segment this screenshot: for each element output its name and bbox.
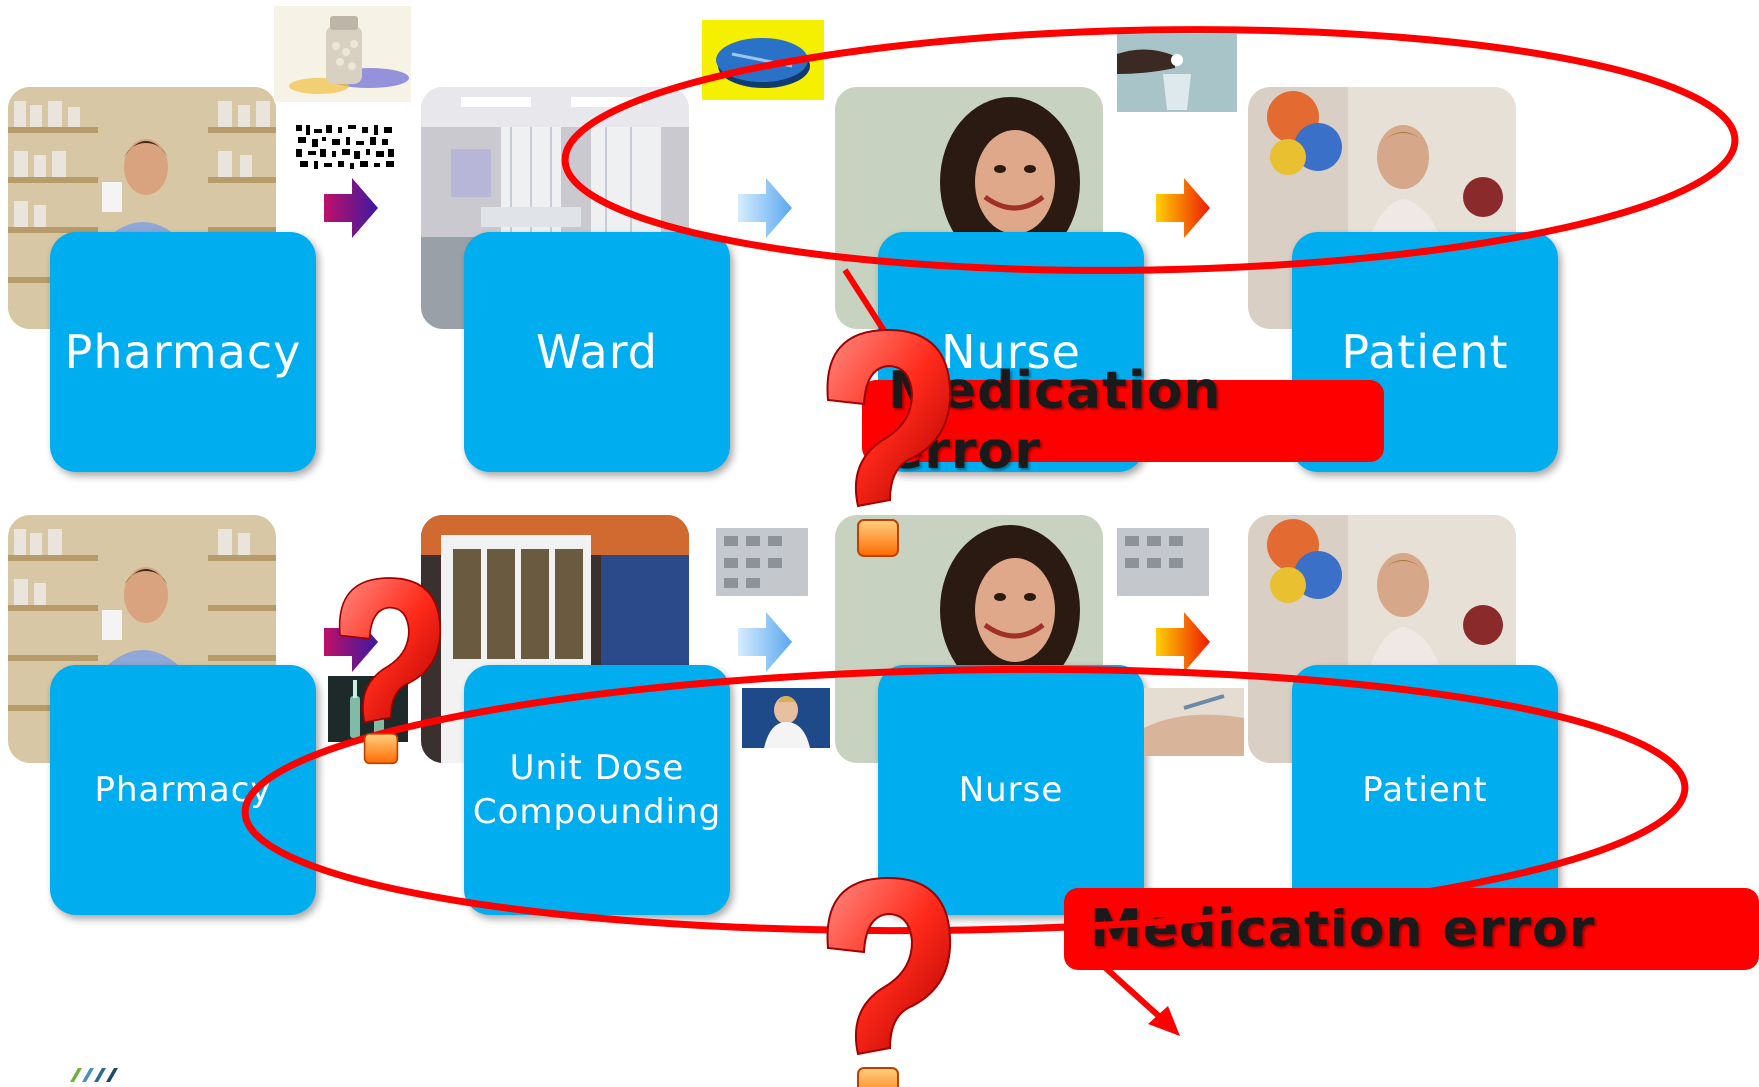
- risk-ellipse: [241, 665, 1689, 935]
- step-patient-label: Patient: [1341, 325, 1509, 379]
- step-unit-dose-label-line1: Unit Dose: [509, 748, 685, 788]
- pill-bottle-icon: [274, 6, 411, 102]
- risk-ellipse: [561, 26, 1739, 274]
- water-glass-icon: [1117, 34, 1237, 112]
- question-mark-icon: [826, 328, 952, 557]
- blister-pack-icon: [716, 528, 808, 596]
- medication-error-text: Medication error: [1090, 899, 1596, 959]
- arrow-right-icon: [1156, 178, 1210, 238]
- arrow-right-icon: [738, 612, 792, 672]
- step-pharmacy-box: Pharmacy: [50, 232, 316, 472]
- step-nurse-label: Nurse: [941, 325, 1081, 379]
- logo-mark: [70, 1068, 118, 1082]
- injection-photo: [1144, 688, 1244, 756]
- step-ward-box: Ward: [464, 232, 730, 472]
- arrow-right-icon: [1156, 612, 1210, 672]
- error-pointer-arrowhead: [1148, 1006, 1180, 1036]
- tablet-icon: [702, 20, 824, 100]
- arrow-right-icon: [324, 178, 378, 238]
- step-ward-label: Ward: [535, 325, 659, 379]
- blister-pack-icon: [1117, 528, 1209, 596]
- question-mark-icon: [338, 577, 441, 765]
- question-mark-icon: [826, 876, 952, 1087]
- step-unit-dose-label-line2: Compounding: [472, 792, 722, 832]
- error-pointer-line: [842, 268, 893, 342]
- step-pharmacy-label: Pharmacy: [64, 325, 302, 379]
- step-pharmacy-label: Pharmacy: [94, 770, 272, 810]
- clinician-photo: [742, 688, 830, 748]
- medication-error-label: Medication error: [862, 361, 1384, 481]
- step-nurse-label: Nurse: [958, 770, 1064, 810]
- medication-error-label: Medication error: [1064, 888, 1759, 970]
- step-patient-label: Patient: [1362, 770, 1488, 810]
- step-nurse-box: Nurse: [878, 665, 1144, 915]
- barcode-icon: [296, 125, 396, 169]
- arrow-right-icon: [738, 178, 792, 238]
- step-pharmacy-box: Pharmacy: [50, 665, 316, 915]
- pharmacist-photo: [8, 87, 276, 329]
- step-patient-box: Patient: [1292, 232, 1558, 472]
